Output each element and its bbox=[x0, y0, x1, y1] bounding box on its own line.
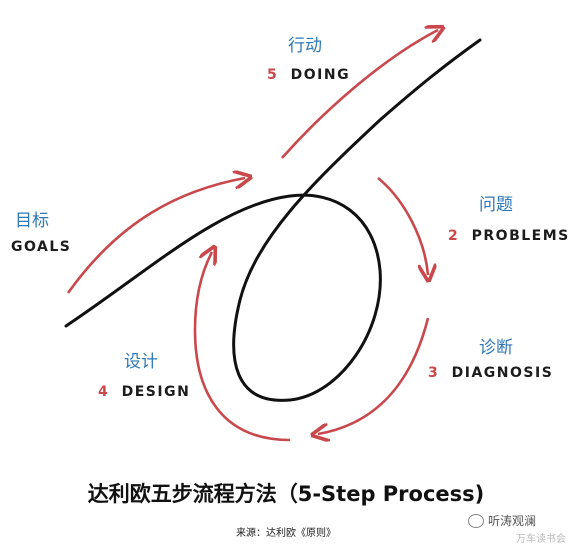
doing-word: DOING bbox=[291, 67, 350, 83]
wechat-icon bbox=[467, 513, 484, 528]
arrow-goals-to-loop bbox=[66, 178, 245, 294]
label-diagnosis-en: 3 DIAGNOSIS bbox=[428, 365, 553, 381]
label-diagnosis-zh: 诊断 bbox=[479, 338, 513, 358]
doing-number: 5 bbox=[267, 67, 278, 83]
design-number: 4 bbox=[98, 384, 109, 400]
label-problems-zh: 问题 bbox=[479, 195, 513, 215]
watermark-sub: 万车读书会 bbox=[516, 534, 566, 545]
arrow-problems bbox=[377, 176, 428, 275]
label-doing-zh: 行动 bbox=[288, 36, 322, 56]
arrow-diagnosis bbox=[318, 317, 430, 434]
label-problems-en: 2 PROBLEMS bbox=[448, 228, 570, 244]
process-loop-curve bbox=[64, 38, 482, 402]
watermark-text: 听涛观澜 bbox=[487, 514, 536, 528]
watermark: 听涛观澜 bbox=[467, 512, 536, 529]
design-word: DESIGN bbox=[122, 384, 191, 400]
label-doing-en: 5 DOING bbox=[267, 67, 350, 83]
diagnosis-word: DIAGNOSIS bbox=[452, 365, 554, 381]
arrow-doing bbox=[281, 30, 438, 159]
label-design-zh: 设计 bbox=[124, 352, 158, 372]
arrow-design bbox=[193, 252, 291, 442]
diagnosis-number: 3 bbox=[428, 365, 439, 381]
label-goals-zh: 目标 bbox=[15, 211, 49, 231]
source-caption: 来源：达利欧《原则》 bbox=[236, 528, 336, 539]
problems-word: PROBLEMS bbox=[472, 228, 570, 244]
page-title: 达利欧五步流程方法（5-Step Process) bbox=[87, 482, 485, 506]
problems-number: 2 bbox=[448, 228, 459, 244]
label-design-en: 4 DESIGN bbox=[98, 384, 190, 400]
label-goals-en: GOALS bbox=[11, 239, 71, 255]
